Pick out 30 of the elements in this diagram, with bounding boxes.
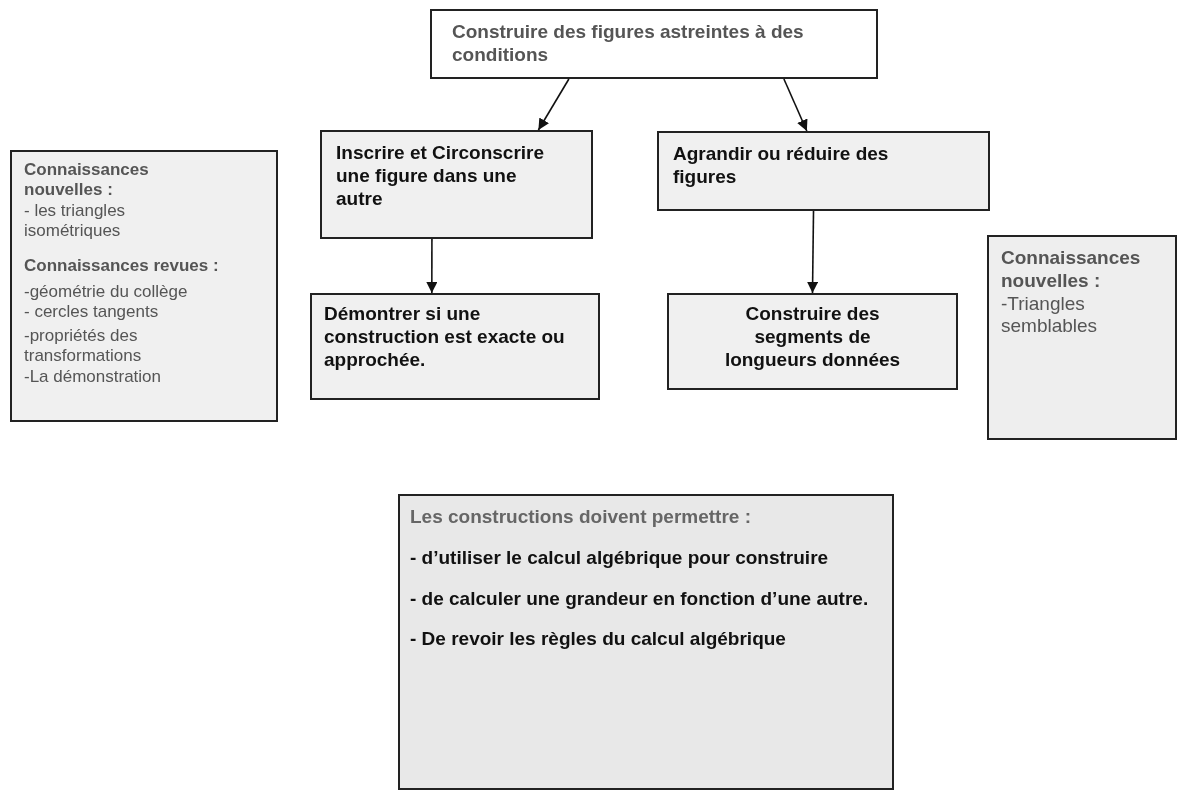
list-item: - de calculer une grandeur en fonction d’une autre. (410, 587, 870, 611)
box-text: Construire des figures astreintes à des conditions (452, 21, 805, 67)
box-text: Construire des segments de longueurs données (723, 303, 902, 372)
text-box (667, 293, 958, 390)
heading: Les constructions doivent permettre : (410, 506, 752, 529)
text-box (310, 293, 600, 400)
list-item: - De revoir les règles du calcul algébrique (410, 628, 787, 652)
arrow (783, 78, 808, 132)
list-item: -La démonstration (24, 366, 163, 387)
text-box (430, 9, 878, 79)
text-box (320, 130, 593, 239)
list-item: -Triangles semblables (1001, 292, 1099, 339)
text-box (10, 150, 278, 422)
box-text: Démontrer si une construction est exacte ou approchée. (324, 303, 566, 372)
list-item: -propriétés des transformations (24, 325, 143, 367)
arrow (537, 78, 570, 131)
list-item: -géométrie du collège (24, 281, 189, 303)
list-item: - les triangles isométriques (24, 200, 127, 242)
heading: Connaissances nouvelles : (1001, 247, 1142, 293)
list-item: - cercles tangents (24, 302, 160, 323)
list-item: - d’utiliser le calcul algébrique pour construire (410, 546, 830, 570)
text-box (398, 494, 894, 790)
arrow (426, 238, 438, 294)
heading: Connaissances revues : (24, 255, 220, 276)
arrow (807, 210, 819, 294)
box-text: Inscrire et Circonscrire une figure dans une autre (336, 142, 546, 211)
text-box (987, 235, 1177, 440)
box-text: Agrandir ou réduire des figures (673, 143, 890, 189)
text-box (657, 131, 990, 211)
heading: Connaissances nouvelles : (24, 160, 150, 201)
